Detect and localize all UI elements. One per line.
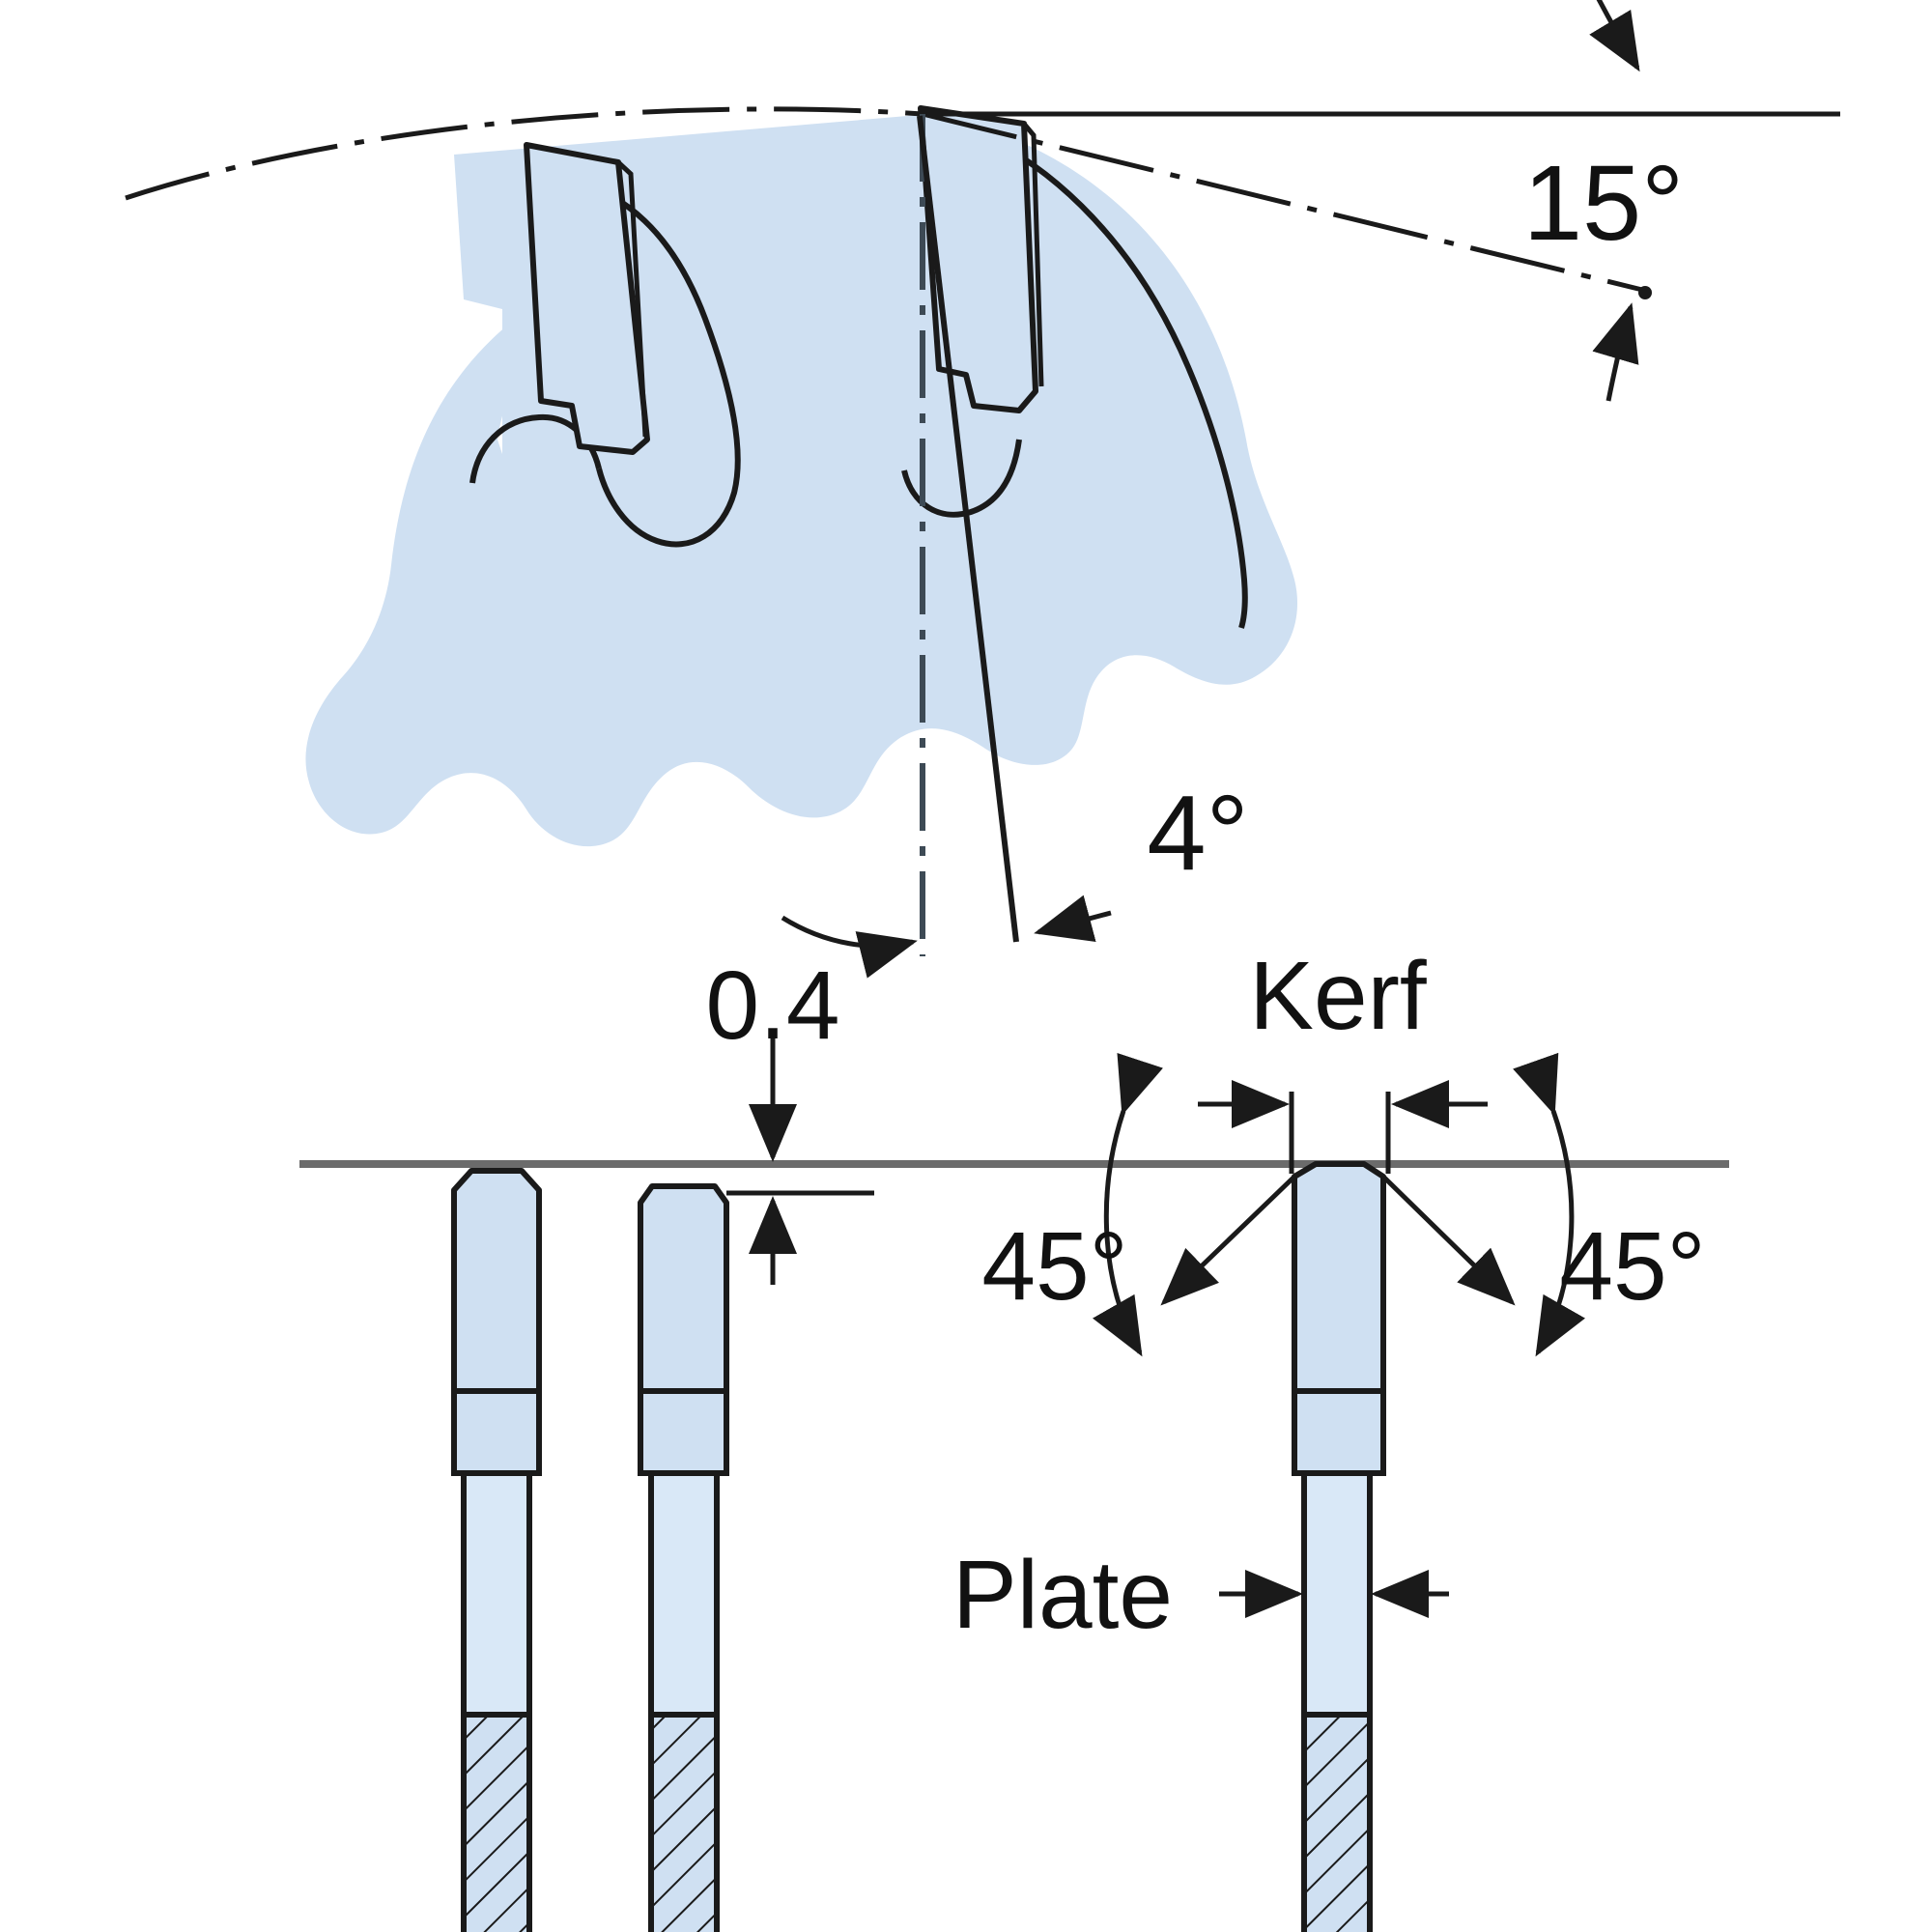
side-angle-line bbox=[917, 115, 1019, 943]
tooth-right bbox=[918, 105, 1038, 413]
projection-label: 0.4 bbox=[705, 952, 839, 1060]
kerf-dimension: Kerf bbox=[1198, 942, 1488, 1174]
tooth2-plate bbox=[648, 1470, 720, 1718]
hook-angle-arrow-top bbox=[1589, 0, 1640, 72]
front-tooth-bevel bbox=[1292, 1161, 1386, 1932]
bevel-arc-right bbox=[1513, 1052, 1585, 1357]
blade-top-view: 15° 4° bbox=[125, 0, 1840, 979]
bevel-angle-right: 45° bbox=[1381, 1052, 1706, 1357]
plate-label: Plate bbox=[952, 1541, 1173, 1649]
hook-angle-arc-arrow bbox=[1592, 302, 1639, 402]
tooth1-shoulder bbox=[451, 1388, 542, 1476]
blade-rim-outline bbox=[540, 171, 741, 548]
front-tooth-2 bbox=[638, 1183, 729, 1932]
blade-body-fill bbox=[305, 114, 1298, 847]
plate-dimension: Plate bbox=[952, 1541, 1449, 1649]
bevel-tooth-shoulder bbox=[1292, 1388, 1386, 1476]
tooth-front-views: 0.4 Kerf 45° 45° bbox=[299, 942, 1729, 1932]
bevel-right-label: 45° bbox=[1559, 1212, 1705, 1321]
tooth-right-inner-line bbox=[1022, 122, 1044, 387]
tooth2-shoulder bbox=[638, 1388, 729, 1476]
angle-vertex-dot bbox=[1638, 286, 1652, 299]
tooth2-tip bbox=[638, 1183, 729, 1394]
blade-rim-outline-right bbox=[926, 111, 1248, 629]
bevel-tooth-hatched-plate bbox=[1301, 1712, 1373, 1932]
bevel-arc-left bbox=[1093, 1052, 1163, 1357]
bevel-tooth-plate bbox=[1301, 1470, 1373, 1718]
side-angle-arrow-right bbox=[1034, 895, 1112, 942]
hook-angle-line bbox=[922, 111, 1643, 293]
bevel-left-label: 45° bbox=[981, 1212, 1127, 1321]
gullet-curve-right bbox=[901, 439, 1022, 518]
tooth1-plate bbox=[461, 1470, 532, 1718]
bevel-line-right bbox=[1381, 1175, 1516, 1306]
tooth-left bbox=[524, 142, 650, 455]
bevel-tooth-tip bbox=[1292, 1161, 1386, 1394]
tooth1-tip bbox=[451, 1168, 542, 1394]
tangent-reference-line bbox=[125, 106, 923, 201]
kerf-label: Kerf bbox=[1249, 942, 1427, 1050]
hook-angle-label: 15° bbox=[1523, 144, 1684, 263]
tooth1-hatched-plate bbox=[461, 1712, 532, 1932]
front-tooth-1 bbox=[451, 1168, 542, 1932]
side-angle-arc bbox=[781, 915, 918, 979]
bevel-angle-left: 45° bbox=[981, 1052, 1296, 1357]
side-angle-label: 4° bbox=[1147, 774, 1248, 893]
projection-dimension: 0.4 bbox=[705, 952, 874, 1285]
bevel-line-left bbox=[1160, 1175, 1296, 1306]
tooth-left-inner-line bbox=[616, 160, 648, 438]
tooth2-hatched-plate bbox=[648, 1712, 720, 1932]
